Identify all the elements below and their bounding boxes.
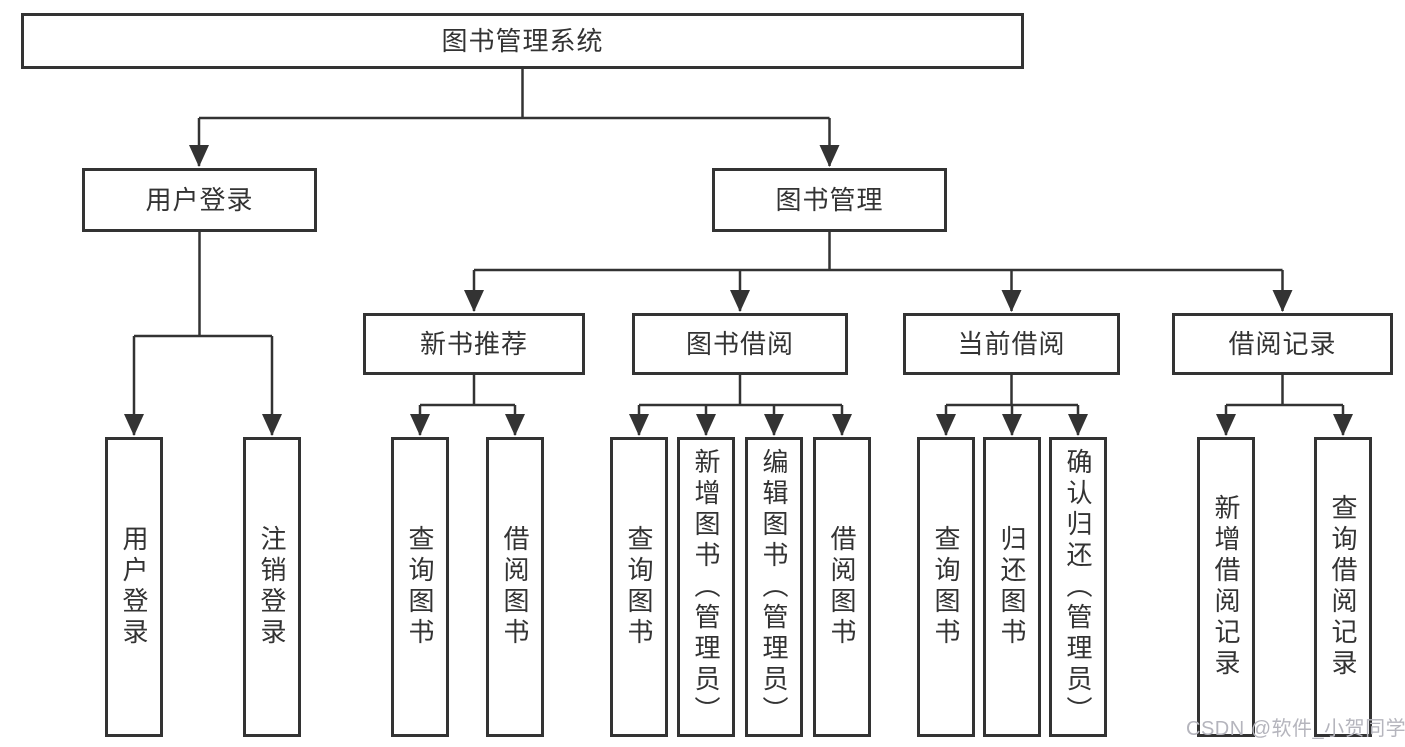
node-leaf-logout: 注销登录 (243, 437, 301, 737)
node-leaf-confirm-return-admin-label: 确认归还（管理员） (1063, 447, 1093, 727)
node-leaf-add-borrow-record: 新增借阅记录 (1197, 437, 1255, 737)
node-leaf-rec-borrow-book: 借阅图书 (486, 437, 544, 737)
node-root-label: 图书管理系统 (441, 26, 604, 56)
node-leaf-logout-label: 注销登录 (257, 525, 287, 649)
node-current-borrow-label: 当前借阅 (957, 329, 1066, 359)
node-user-login-label: 用户登录 (145, 185, 254, 215)
node-leaf-current-query-book: 查询图书 (917, 437, 975, 737)
node-leaf-borrow-query-book-label: 查询图书 (624, 525, 654, 649)
node-leaf-borrow-query-book: 查询图书 (610, 437, 668, 737)
node-leaf-rec-query-book-label: 查询图书 (405, 525, 435, 649)
node-leaf-return-book-label: 归还图书 (997, 525, 1027, 649)
node-leaf-borrow-borrow-book-label: 借阅图书 (827, 525, 857, 649)
node-borrow-record-label: 借阅记录 (1228, 329, 1337, 359)
node-new-book-recommend-label: 新书推荐 (419, 329, 528, 359)
node-book-management-label: 图书管理 (775, 185, 884, 215)
node-new-book-recommend: 新书推荐 (363, 313, 585, 375)
node-leaf-return-book: 归还图书 (983, 437, 1041, 737)
node-leaf-current-query-book-label: 查询图书 (931, 525, 961, 649)
node-leaf-user-login: 用户登录 (105, 437, 163, 737)
node-root: 图书管理系统 (21, 13, 1024, 69)
node-leaf-query-borrow-record: 查询借阅记录 (1314, 437, 1372, 737)
node-leaf-add-book-admin: 新增图书（管理员） (677, 437, 735, 737)
node-borrow-record: 借阅记录 (1172, 313, 1393, 375)
node-leaf-add-borrow-record-label: 新增借阅记录 (1211, 494, 1241, 680)
node-book-borrow: 图书借阅 (632, 313, 848, 375)
node-leaf-confirm-return-admin: 确认归还（管理员） (1049, 437, 1107, 737)
node-leaf-borrow-borrow-book: 借阅图书 (813, 437, 871, 737)
node-leaf-user-login-label: 用户登录 (119, 525, 149, 649)
node-leaf-query-borrow-record-label: 查询借阅记录 (1328, 494, 1358, 680)
node-leaf-edit-book-admin: 编辑图书（管理员） (745, 437, 803, 737)
node-leaf-rec-query-book: 查询图书 (391, 437, 449, 737)
node-leaf-rec-borrow-book-label: 借阅图书 (500, 525, 530, 649)
node-book-borrow-label: 图书借阅 (685, 329, 794, 359)
node-leaf-edit-book-admin-label: 编辑图书（管理员） (759, 447, 789, 727)
node-user-login: 用户登录 (82, 168, 317, 232)
node-leaf-add-book-admin-label: 新增图书（管理员） (691, 447, 721, 727)
csdn-watermark: CSDN @软件_小贺同学 (1186, 718, 1405, 740)
node-current-borrow: 当前借阅 (903, 313, 1120, 375)
node-book-management: 图书管理 (712, 168, 947, 232)
